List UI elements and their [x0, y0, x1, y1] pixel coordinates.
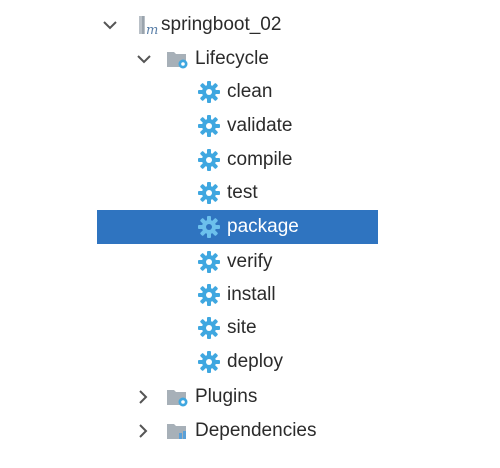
phase-label: compile	[227, 149, 293, 170]
tree-node-dependencies[interactable]: Dependencies	[0, 414, 500, 448]
phase-label: validate	[227, 115, 293, 136]
folder-gear-icon	[166, 48, 188, 70]
plugins-label: Plugins	[195, 386, 258, 407]
project-label: springboot_02	[161, 14, 282, 35]
chevron-down-icon[interactable]	[102, 17, 118, 33]
lifecycle-phase-clean[interactable]: clean	[0, 75, 500, 109]
lifecycle-phase-verify[interactable]: verify	[0, 245, 500, 279]
phase-label: site	[227, 317, 257, 338]
lifecycle-phase-package[interactable]: package	[97, 210, 378, 244]
lifecycle-phase-install[interactable]: install	[0, 278, 500, 312]
folder-gear-icon	[166, 386, 188, 408]
chevron-right-icon[interactable]	[135, 389, 151, 405]
phase-label: install	[227, 284, 276, 305]
lifecycle-phase-validate[interactable]: validate	[0, 109, 500, 143]
phase-label: clean	[227, 81, 273, 102]
lifecycle-phase-site[interactable]: site	[0, 311, 500, 345]
dependencies-label: Dependencies	[195, 420, 317, 441]
gear-icon	[198, 149, 220, 171]
tree-node-project[interactable]: m springboot_02	[0, 8, 500, 42]
svg-text:m: m	[146, 23, 158, 36]
lifecycle-phase-test[interactable]: test	[0, 176, 500, 210]
tree-node-lifecycle[interactable]: Lifecycle	[0, 42, 500, 76]
lifecycle-phase-compile[interactable]: compile	[0, 143, 500, 177]
phase-label: deploy	[227, 351, 283, 372]
gear-icon	[198, 182, 220, 204]
gear-icon	[198, 284, 220, 306]
maven-module-icon: m	[136, 14, 158, 38]
chevron-down-icon[interactable]	[136, 51, 152, 67]
chevron-right-icon[interactable]	[135, 423, 151, 439]
gear-icon	[198, 216, 220, 238]
gear-icon	[198, 317, 220, 339]
gear-icon	[198, 81, 220, 103]
phase-label: verify	[227, 251, 273, 272]
lifecycle-label: Lifecycle	[195, 48, 269, 69]
folder-dependencies-icon	[166, 420, 188, 442]
gear-icon	[198, 251, 220, 273]
gear-icon	[198, 115, 220, 137]
lifecycle-phase-deploy[interactable]: deploy	[0, 345, 500, 379]
phase-label: test	[227, 182, 258, 203]
gear-icon	[198, 351, 220, 373]
tree-node-plugins[interactable]: Plugins	[0, 380, 500, 414]
phase-label: package	[227, 216, 299, 237]
